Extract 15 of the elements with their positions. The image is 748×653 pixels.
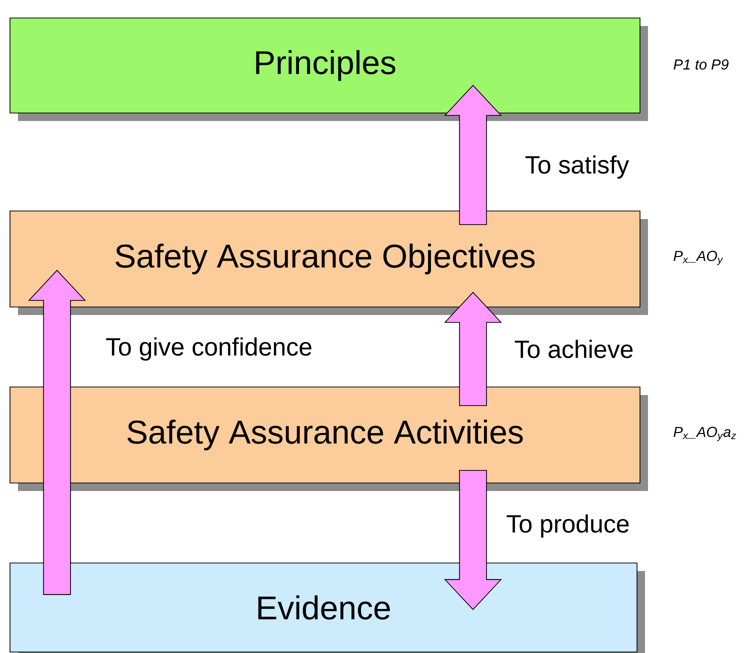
side-note: P$_{x}$_AO$_{y}$a$_{z}$ [674,426,736,442]
block-arrow [444,470,502,610]
block-arrow [28,270,86,595]
block-arrow [444,84,502,225]
side-note: P$_{x}$_AO$_{y}$ [674,250,724,266]
edge-label: To produce [506,514,629,538]
edge-label: To give confidence [106,337,312,361]
edge-label: To achieve [514,340,633,358]
side-note: P1 to P9 [674,59,728,70]
layer-box: Safety Assurance Objectives [10,210,640,308]
layer-box: Principles [10,18,640,114]
edge-label: To satisfy [525,155,630,179]
layer-box: Safety Assurance Activities [10,386,640,484]
block-arrow [444,292,502,406]
layer-box: Evidence [10,562,638,652]
